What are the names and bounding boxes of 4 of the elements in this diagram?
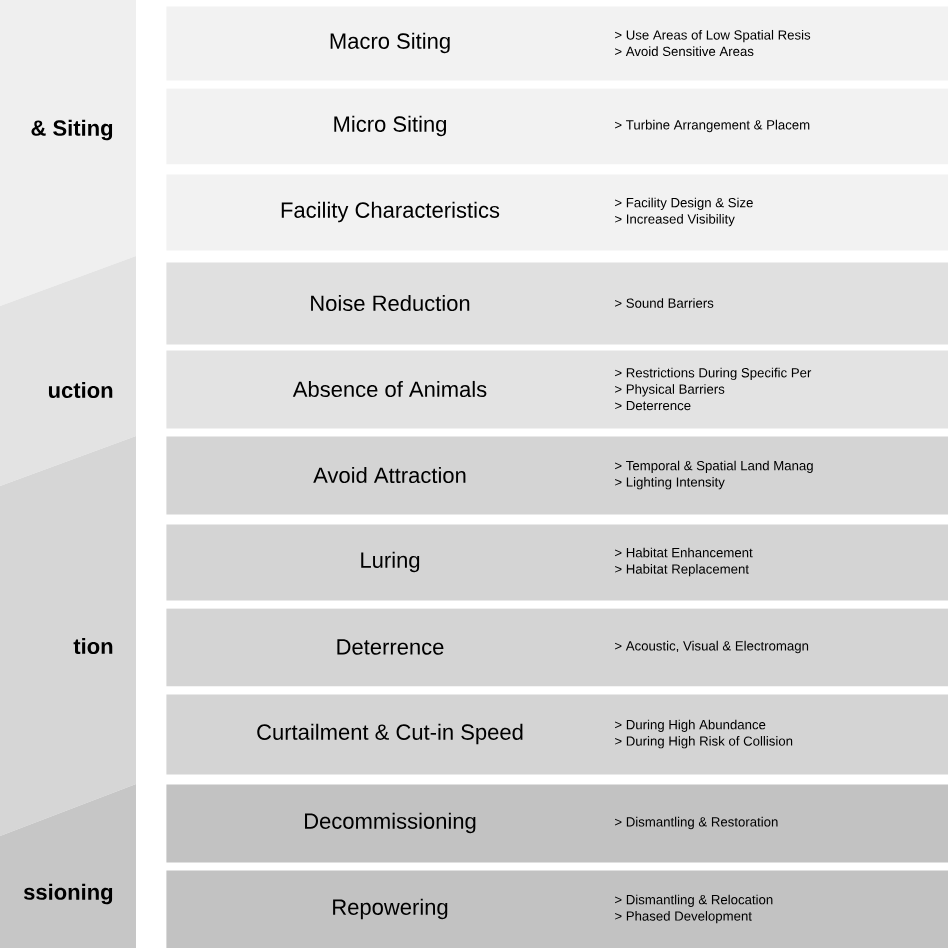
stage-band: & Siting <box>0 0 136 306</box>
stage-band: ssioning <box>0 784 136 948</box>
stage-band: uction <box>0 256 136 486</box>
stage-band: tion <box>0 436 136 836</box>
